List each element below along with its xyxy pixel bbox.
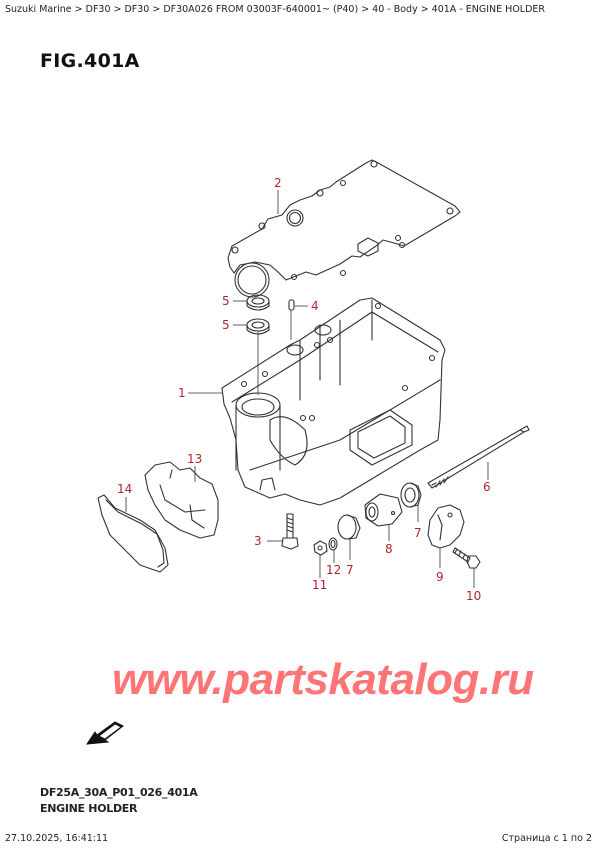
breadcrumb-item[interactable]: DF30 — [124, 4, 150, 15]
callout-10[interactable]: 10 — [466, 589, 482, 603]
mount-washer-rear-part[interactable] — [400, 482, 422, 508]
dowel-pin-part[interactable] — [288, 299, 295, 311]
washer-part[interactable] — [328, 537, 338, 551]
callout-3[interactable]: 3 — [254, 534, 262, 548]
callout-6[interactable]: 6 — [483, 480, 491, 494]
callout-4[interactable]: 4 — [311, 299, 319, 313]
figure-title: FIG.401A — [40, 50, 140, 72]
breadcrumb-item[interactable]: DF30A026 FROM 03003F-640001~ (P40) — [163, 4, 359, 15]
rubber-mount-part[interactable] — [364, 493, 403, 527]
cover-part[interactable] — [144, 461, 219, 539]
callout-9[interactable]: 9 — [436, 570, 444, 584]
breadcrumb: Suzuki Marine>DF30>DF30>DF30A026 FROM 03… — [5, 4, 546, 15]
callout-1[interactable]: 1 — [178, 386, 186, 400]
breadcrumb-item[interactable]: DF30 — [85, 4, 111, 15]
mount-bracket-part[interactable] — [427, 504, 465, 549]
page-indicator: Страница с 1 по 2 — [501, 833, 592, 844]
bolt-part[interactable] — [281, 513, 299, 550]
long-bolt-part[interactable] — [427, 425, 530, 489]
engine-holder-part[interactable] — [221, 297, 446, 506]
callout-12[interactable]: 12 — [326, 563, 342, 577]
nut-part[interactable] — [313, 540, 328, 556]
breadcrumb-item[interactable]: 40 - Body — [372, 4, 418, 15]
callout-7-front[interactable]: 7 — [346, 563, 354, 577]
oil-seal-upper-part[interactable] — [246, 294, 270, 311]
cover-seal-part[interactable] — [97, 494, 169, 573]
callout-14[interactable]: 14 — [117, 482, 133, 496]
callout-8[interactable]: 8 — [385, 542, 393, 556]
watermark: www.partskatalog.ru — [112, 655, 534, 704]
print-datetime: 27.10.2025, 16:41:11 — [5, 833, 109, 844]
callout-13[interactable]: 13 — [187, 452, 203, 466]
breadcrumb-item[interactable]: Suzuki Marine — [5, 4, 72, 15]
callout-7-rear[interactable]: 7 — [414, 526, 422, 540]
callout-2[interactable]: 2 — [274, 176, 282, 190]
figure-code: DF25A_30A_P01_026_401A — [40, 786, 198, 799]
forward-arrow-icon — [85, 712, 125, 752]
gasket-part[interactable] — [227, 159, 461, 298]
callout-5-lower[interactable]: 5 — [222, 318, 230, 332]
mount-washer-front-part[interactable] — [337, 514, 361, 540]
figure-name: ENGINE HOLDER — [40, 802, 138, 815]
breadcrumb-item-current: 401A - ENGINE HOLDER — [431, 4, 546, 15]
callout-11[interactable]: 11 — [312, 578, 328, 592]
callout-5-upper[interactable]: 5 — [222, 294, 230, 308]
bracket-bolt-part[interactable] — [452, 547, 481, 569]
